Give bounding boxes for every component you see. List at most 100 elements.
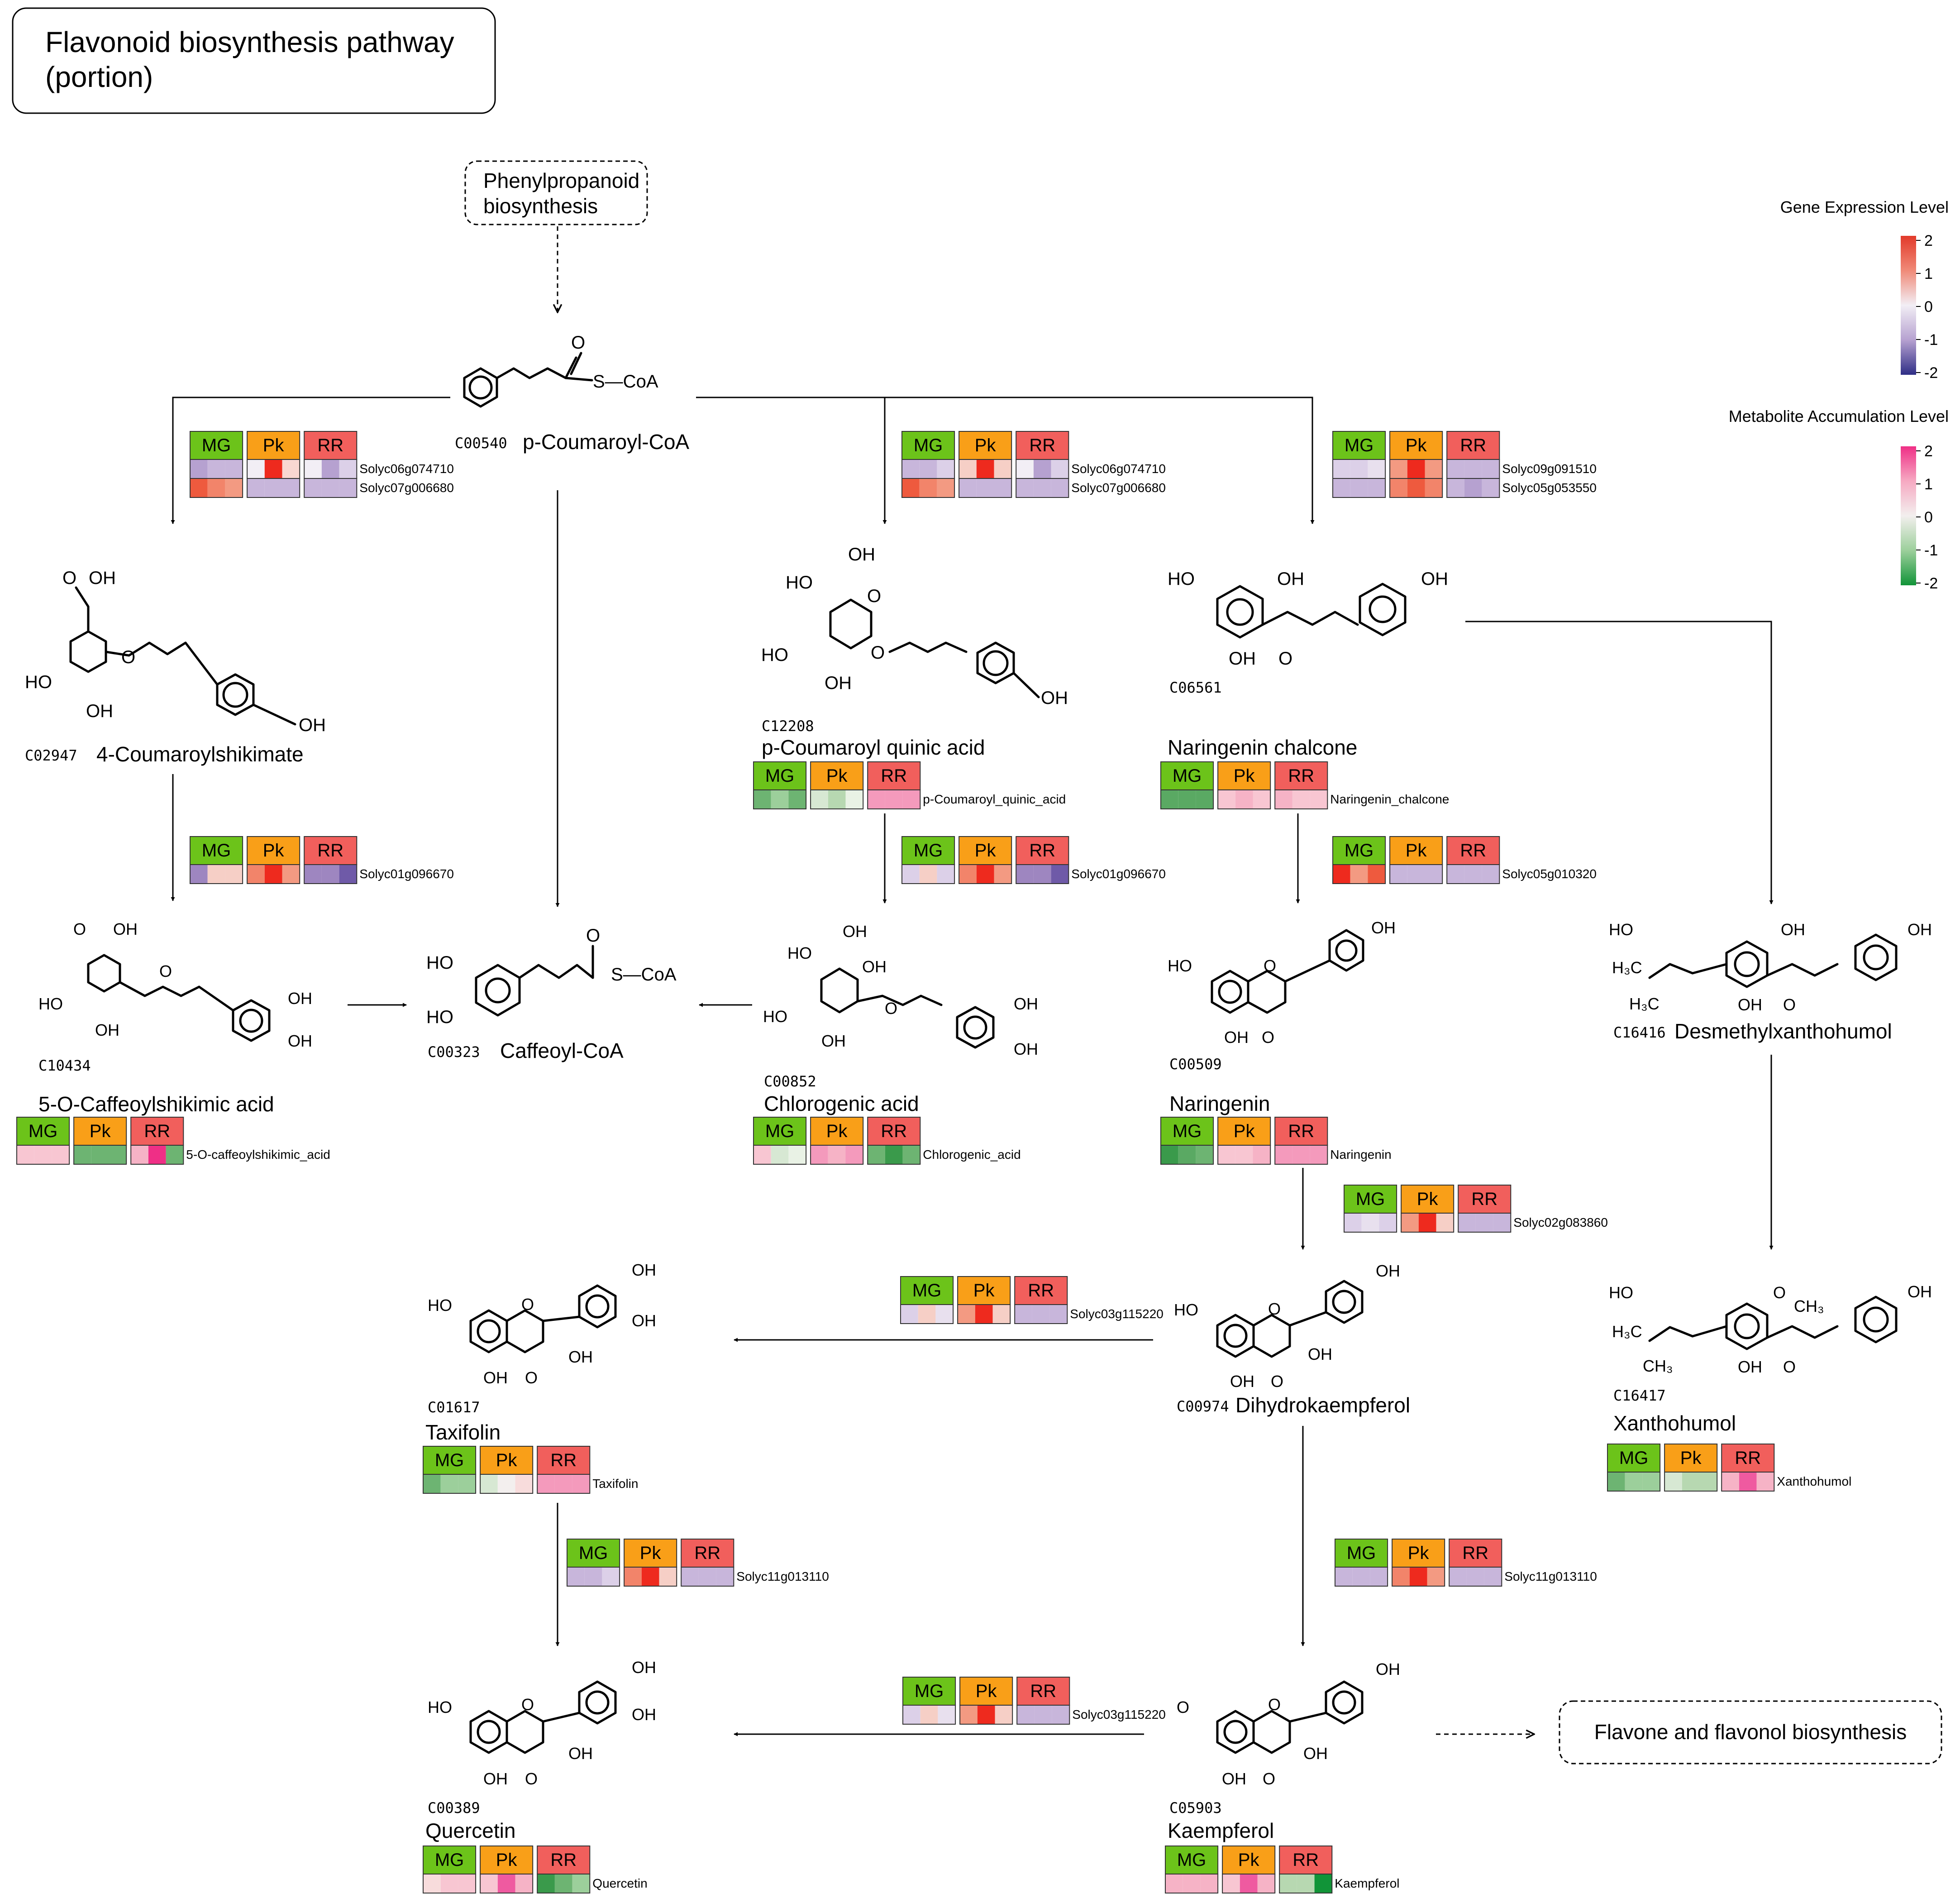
- compound-name-label: Dihydrokaempferol: [1235, 1393, 1410, 1417]
- metabolite-colorbar: [1901, 446, 1916, 585]
- heatmap-row-label: Solyc06g074710: [359, 462, 454, 476]
- heatmap-cell: [1178, 1145, 1196, 1164]
- svg-text:HO: HO: [1609, 920, 1633, 939]
- heatmap-cell: [282, 459, 300, 478]
- heatmap-cell: [247, 478, 265, 497]
- heatmap-cell: [1390, 865, 1407, 884]
- svg-text:O: O: [1268, 1300, 1281, 1318]
- heatmap-cell: [994, 478, 1012, 497]
- heatmap-cell: [903, 1705, 920, 1724]
- heatmap-row-label: Naringenin: [1330, 1148, 1391, 1162]
- heatmap-cell: [1607, 1472, 1625, 1491]
- downstream-pathway-box[interactable]: Flavone and flavonol biosynthesis: [1559, 1700, 1942, 1764]
- heatmap-cell: [515, 1474, 533, 1493]
- svg-text:OH: OH: [821, 1032, 846, 1050]
- heatmap-cell: [131, 1145, 148, 1164]
- stage-header-mg: [902, 1677, 956, 1706]
- svg-text:OH: OH: [1781, 920, 1805, 939]
- stage-label: Pk: [975, 841, 997, 861]
- heatmap-row-label: Chlorogenic_acid: [923, 1148, 1021, 1162]
- svg-text:OH: OH: [632, 1311, 656, 1330]
- heatmap-cell: [811, 1145, 828, 1164]
- upstream-pathway-box[interactable]: Phenylpropanoid biosynthesis: [464, 160, 648, 225]
- structure-kaempferol: O O OH O OH OH: [1177, 1660, 1400, 1788]
- heatmap-cell: [1161, 790, 1178, 809]
- heatmap-row-frame: [901, 864, 955, 884]
- legend-tick-label: 0: [1924, 509, 1933, 526]
- stage-label: Pk: [975, 435, 997, 455]
- heatmap-cell: [1368, 478, 1386, 497]
- stage-label: MG: [29, 1121, 57, 1141]
- heatmap-cell: [1161, 1145, 1178, 1164]
- heatmap-cell: [1015, 1305, 1032, 1324]
- svg-text:OH: OH: [1230, 1372, 1254, 1391]
- stage-label: MG: [765, 1121, 794, 1141]
- structure-caffeoyl-coa: HO HO O S—CoA: [426, 926, 677, 1027]
- heatmap-cell: [1218, 790, 1235, 809]
- heatmap-cell: [1310, 790, 1328, 809]
- heatmap-row-frame: [1016, 478, 1069, 498]
- stage-label: Pk: [976, 1681, 997, 1701]
- heatmap-cell: [1756, 1472, 1774, 1491]
- heatmap-row-frame: [900, 1304, 954, 1324]
- stage-label: MG: [915, 1681, 944, 1701]
- heatmap-cell: [1350, 865, 1368, 884]
- stage-label: RR: [1288, 766, 1314, 786]
- heatmap-cell: [753, 1145, 771, 1164]
- stage-header-pk: [957, 1276, 1011, 1305]
- heatmap-row-frame: [1279, 1874, 1333, 1893]
- compound-name-label: Chlorogenic acid: [764, 1092, 919, 1115]
- heatmap-cell: [1447, 478, 1464, 497]
- arrow-branch-right: [696, 397, 1315, 524]
- heatmap-cell: [1292, 1145, 1310, 1164]
- heatmap-cell: [1032, 1305, 1050, 1324]
- heatmap-cell: [1344, 1213, 1362, 1232]
- heatmap-cell: [828, 1145, 846, 1164]
- heatmap-cell: [1235, 1145, 1253, 1164]
- compound-name-label: Xanthohumol: [1613, 1411, 1736, 1435]
- legend-tick-label: 1: [1924, 265, 1933, 282]
- svg-text:OH: OH: [1738, 995, 1762, 1014]
- heatmap-cell: [845, 790, 863, 809]
- heatmap-cell: [1664, 1472, 1682, 1491]
- svg-text:OH: OH: [1376, 1660, 1400, 1678]
- heatmap-cell: [1625, 1472, 1643, 1491]
- heatmap-row-frame: [624, 1567, 677, 1587]
- svg-text:HO: HO: [25, 672, 52, 692]
- svg-text:OH: OH: [1738, 1358, 1762, 1376]
- heatmap-cell: [1409, 1567, 1427, 1586]
- stage-header-rr: [681, 1539, 734, 1568]
- heatmap-cell: [960, 1705, 978, 1724]
- heatmap-cell: [641, 1567, 659, 1586]
- heatmap-row-frame: [867, 1145, 921, 1165]
- metabolite-legend-title: Metabolite Accumulation Level: [1729, 407, 1949, 426]
- heatmap-cell: [148, 1145, 166, 1164]
- svg-text:OH: OH: [288, 1032, 312, 1050]
- title-line-1: Flavonoid biosynthesis pathway: [45, 26, 454, 58]
- svg-text:O: O: [571, 333, 585, 353]
- heatmap-cell: [1253, 790, 1271, 809]
- svg-text:OH: OH: [1908, 1282, 1932, 1301]
- stage-label: Pk: [1234, 1121, 1255, 1141]
- heatmap-cell: [959, 478, 977, 497]
- heatmap-cell: [995, 1705, 1013, 1724]
- heatmap-cell: [264, 865, 282, 884]
- heatmap-row-frame: [1458, 1213, 1512, 1233]
- legend-tick-label: 0: [1924, 298, 1933, 316]
- heatmap-row-frame: [1335, 1567, 1388, 1587]
- stage-header-rr: [1458, 1185, 1512, 1214]
- heatmap-cell: [1240, 1874, 1258, 1893]
- heatmap-cell: [919, 865, 937, 884]
- heatmap-cell: [572, 1474, 590, 1493]
- heatmap-row-label: Solyc01g096670: [1071, 867, 1166, 881]
- heatmap-cell: [902, 790, 920, 809]
- heatmap-cell: [1333, 459, 1350, 478]
- heatmap-cell: [1275, 1145, 1292, 1164]
- stage-label: Pk: [1417, 1189, 1439, 1209]
- stage-label: Pk: [1408, 1543, 1430, 1563]
- stage-header-rr: [867, 1117, 921, 1146]
